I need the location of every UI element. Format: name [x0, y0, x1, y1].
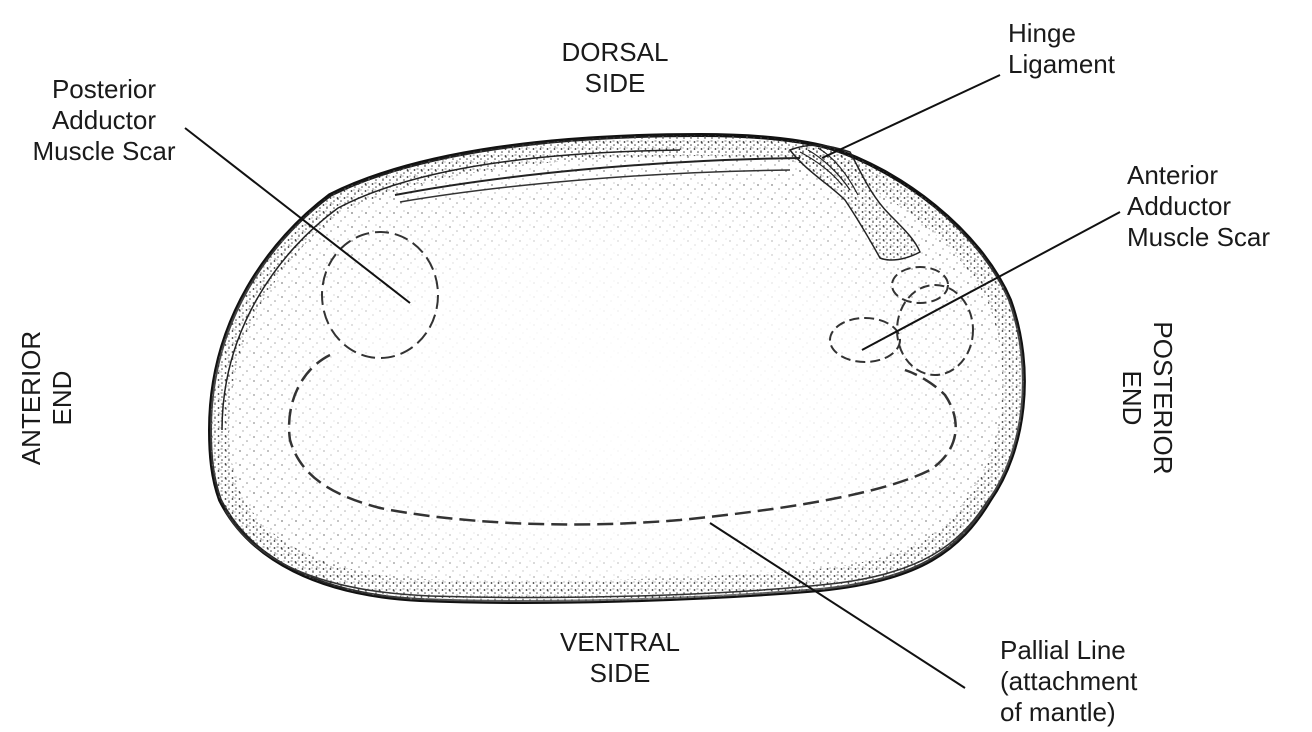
- anterior-end-label: ANTERIOR END: [16, 328, 78, 468]
- dorsal-side-label: DORSAL SIDE: [545, 37, 685, 99]
- posterior-adductor-label: Posterior Adductor Muscle Scar: [8, 74, 200, 167]
- anterior-adductor-label: Anterior Adductor Muscle Scar: [1127, 160, 1270, 253]
- hinge-ligament-label: Hinge Ligament: [1008, 18, 1115, 80]
- ventral-side-label: VENTRAL SIDE: [540, 627, 700, 689]
- pallial-line-label: Pallial Line (attachment of mantle): [1000, 635, 1137, 728]
- shell: [200, 130, 1040, 610]
- leader-hinge: [822, 75, 1000, 158]
- posterior-end-label: POSTERIOR END: [1116, 308, 1178, 488]
